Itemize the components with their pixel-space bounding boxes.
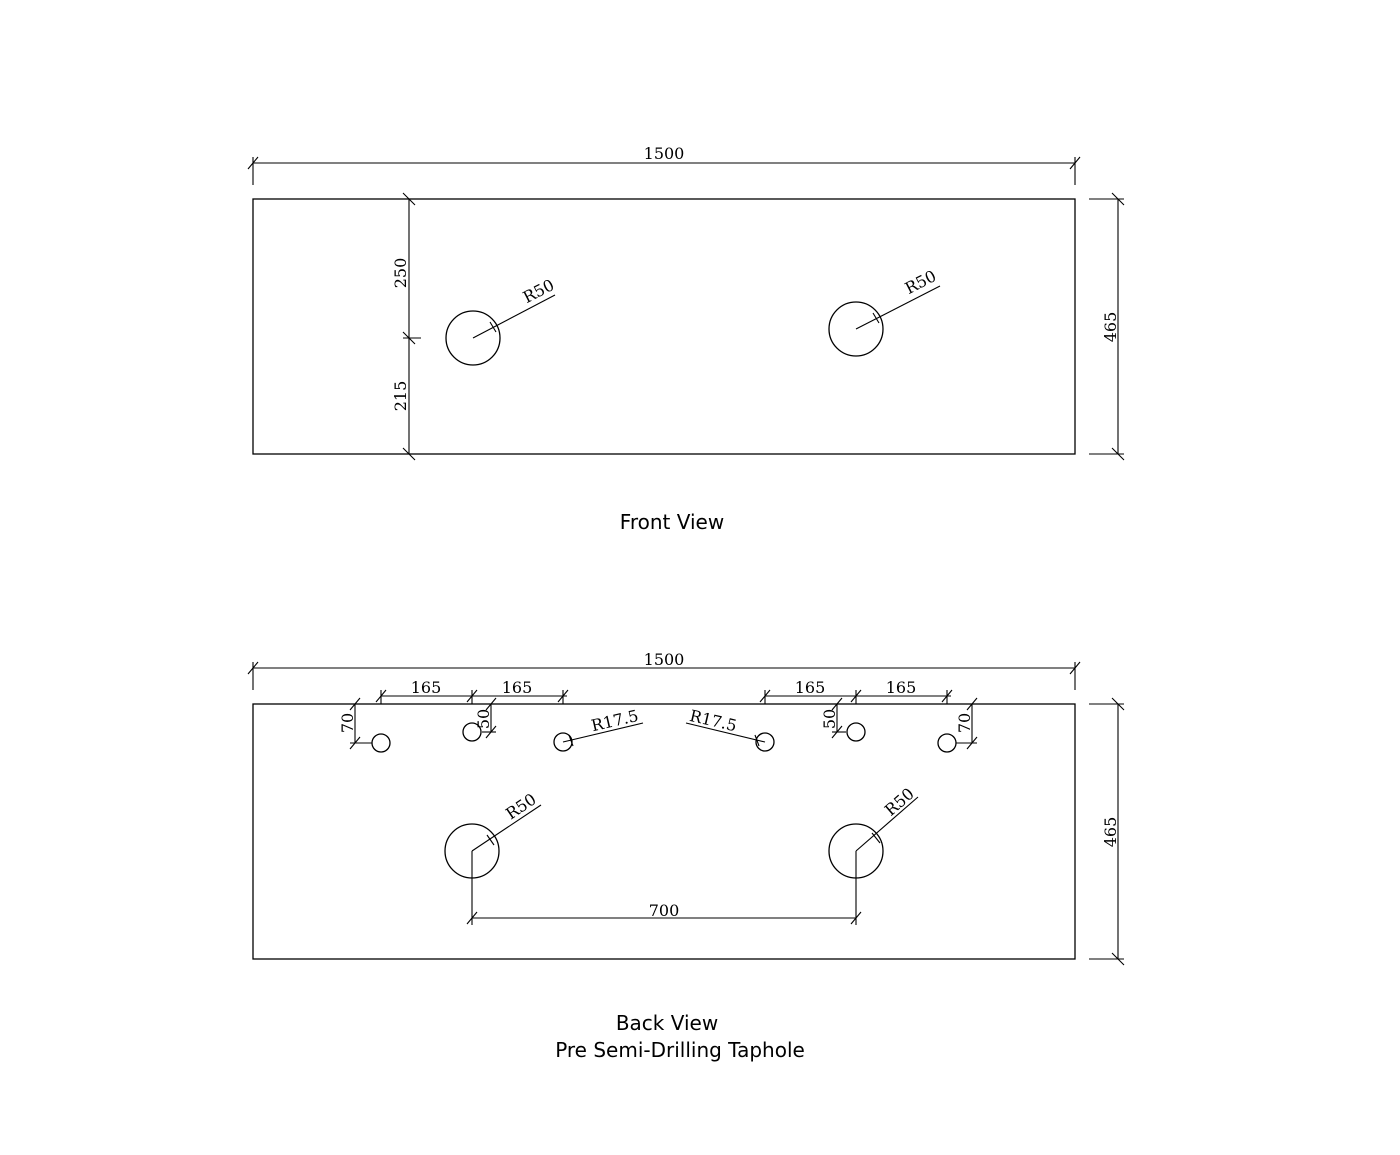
front-width-dimension xyxy=(247,156,1081,185)
back-left-spacing-1-label: 165 xyxy=(411,678,442,697)
back-taphole xyxy=(755,732,775,752)
front-view-outline xyxy=(252,198,1076,455)
back-left-outer-offset-label: 70 xyxy=(338,713,357,733)
front-left-basin-hole xyxy=(445,310,501,366)
back-right-outer-offset-dimension xyxy=(956,697,978,750)
back-taphole xyxy=(846,722,866,742)
back-left-spacing-dimension xyxy=(375,689,569,704)
front-width-label: 1500 xyxy=(644,144,685,163)
back-right-taphole-radius-label: R17.5 xyxy=(688,706,739,735)
back-width-label: 1500 xyxy=(644,650,685,669)
back-left-taphole-radius-leader xyxy=(562,722,644,747)
back-height-label: 465 xyxy=(1101,817,1120,848)
back-view-outline xyxy=(252,703,1076,960)
back-left-radius-leader xyxy=(471,804,542,852)
back-right-inner-offset-dimension xyxy=(831,697,846,739)
back-hole-spacing-dimension xyxy=(466,851,862,925)
back-right-taphole-radius-leader xyxy=(685,722,766,747)
back-height-dimension xyxy=(1089,697,1125,966)
back-right-spacing-1-label: 165 xyxy=(795,678,826,697)
front-right-radius-label: R50 xyxy=(902,266,940,298)
back-right-inner-offset-label: 50 xyxy=(820,709,839,729)
back-right-spacing-dimension xyxy=(759,689,953,704)
back-left-spacing-2-label: 165 xyxy=(502,678,533,697)
front-offset-top-label: 250 xyxy=(391,258,410,289)
front-height-label: 465 xyxy=(1101,312,1120,343)
back-left-inner-offset-dimension xyxy=(482,697,497,739)
back-left-outer-offset-dimension xyxy=(349,697,372,750)
back-left-inner-offset-label: 50 xyxy=(474,709,493,729)
back-right-radius-label: R50 xyxy=(881,784,918,820)
back-hole-spacing-label: 700 xyxy=(649,901,680,920)
back-view-subcaption: Pre Semi-Drilling Taphole xyxy=(555,1038,805,1062)
front-right-radius-leader xyxy=(855,285,941,330)
front-left-radius-leader xyxy=(472,294,556,339)
back-view-caption: Back View xyxy=(616,1011,718,1035)
back-view: 1500 465 165 165 xyxy=(247,650,1125,1062)
back-right-outer-offset-label: 70 xyxy=(955,713,974,733)
front-left-radius-label: R50 xyxy=(520,275,558,307)
front-view-caption: Front View xyxy=(620,510,724,534)
back-width-dimension xyxy=(247,661,1081,690)
back-taphole xyxy=(371,733,391,753)
front-height-dimension xyxy=(1089,192,1125,461)
back-right-spacing-2-label: 165 xyxy=(886,678,917,697)
front-offset-bottom-label: 215 xyxy=(391,381,410,412)
back-left-taphole-radius-label: R17.5 xyxy=(589,706,640,735)
front-right-basin-hole xyxy=(828,301,884,357)
front-view: 1500 465 250 215 R50 xyxy=(247,144,1125,534)
front-offset-dimension xyxy=(402,192,421,461)
back-taphole xyxy=(937,733,957,753)
back-right-radius-leader xyxy=(855,796,919,852)
back-taphole xyxy=(462,722,482,742)
